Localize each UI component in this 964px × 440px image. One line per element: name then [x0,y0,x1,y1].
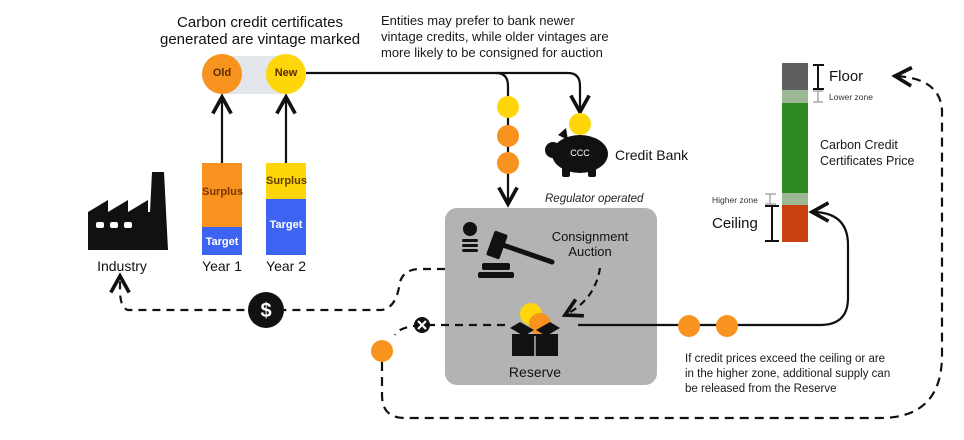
piggy-bank-text: CCC [570,148,590,158]
year2-surplus-bar [266,163,306,199]
release-note-line: If credit prices exceed the ceiling or a… [685,353,886,365]
new-vintage-label: New [274,67,298,79]
ceiling-label: Ceiling [712,215,758,232]
coin-stack-icon [462,222,478,252]
new-to-bank-line [496,71,580,112]
piggy-bank-icon [545,113,608,177]
price-title-line: Carbon Credit [820,138,898,152]
year2-surplus-label: Surplus [266,175,307,187]
higher-zone-label: Higher zone [712,195,758,205]
year2-target-label: Target [269,219,303,231]
price-main-segment [782,103,808,193]
lower-zone-segment [782,90,808,103]
year2-label: Year 2 [266,258,306,274]
auction-label-line: Auction [568,244,612,259]
release-credit-coin [716,315,738,337]
floor-label: Floor [829,68,864,85]
year1-label: Year 1 [202,258,242,274]
reserve-label: Reserve [508,364,562,380]
dollar-icon [248,292,284,328]
reserve-to-floor-line [380,76,944,420]
entities-note-line: Entities may prefer to bank newer [381,13,575,28]
auction-to-reserve-arrow [565,267,602,315]
payment-to-industry-line [120,267,445,312]
price-bar-title: Carbon Credit Certificates Price [820,137,914,169]
entities-note-line: vintage credits, while older vintages ar… [381,29,609,44]
lower-zone-bracket [813,90,823,103]
new-vintage-circle [266,54,306,94]
release-credit-coin [678,315,700,337]
year1-surplus-label: Surplus [202,186,243,198]
gavel-icon [478,230,555,278]
release-note-line: be released from the Reserve [685,383,837,395]
new-credit-coin [497,96,519,118]
higher-zone-segment [782,193,808,205]
entities-note: Entities may prefer to bank newer vintag… [381,13,609,61]
release-note: If credit prices exceed the ceiling or a… [685,352,890,397]
reserve-to-ceiling-line [578,212,850,327]
vintage-heading-line: Carbon credit certificates [177,14,343,31]
vintage-heading: Carbon credit certificates generated are… [160,14,360,48]
dollar-glyph: $ [260,300,271,322]
regulator-caption: Regulator operated [545,193,644,205]
industry-label: Industry [97,258,147,274]
old-vintage-label: Old [212,67,232,79]
year1-target-bar [202,227,242,255]
year1-target-label: Target [205,236,239,248]
lower-zone-label: Lower zone [829,92,873,102]
old-vintage-circle [202,54,242,94]
floor-segment [782,63,808,90]
reserve-box-icon [510,303,560,356]
ceiling-segment [782,205,808,242]
reserve-credit-coin [371,340,393,362]
year2-target-bar [266,199,306,255]
credit-bank-label: Credit Bank [615,147,689,163]
higher-zone-bracket [765,193,776,205]
old-credit-coin [497,125,519,147]
year1-surplus-bar [202,163,242,227]
entities-note-line: more likely to be consigned for auction [381,45,603,60]
consignment-auction-label: Consignment Auction [545,229,635,259]
auction-label-line: Consignment [551,229,629,244]
release-note-line: in the higher zone, additional supply ca… [685,368,891,380]
new-to-auction-line [306,71,508,204]
ceiling-bracket [765,205,779,242]
price-title-line: Certificates Price [820,154,915,168]
old-credit-coin [497,152,519,174]
factory-icon [88,172,168,250]
x-glyph [417,320,427,330]
vintage-heading-line: generated are vintage marked [160,31,361,48]
floor-bracket [813,64,824,90]
